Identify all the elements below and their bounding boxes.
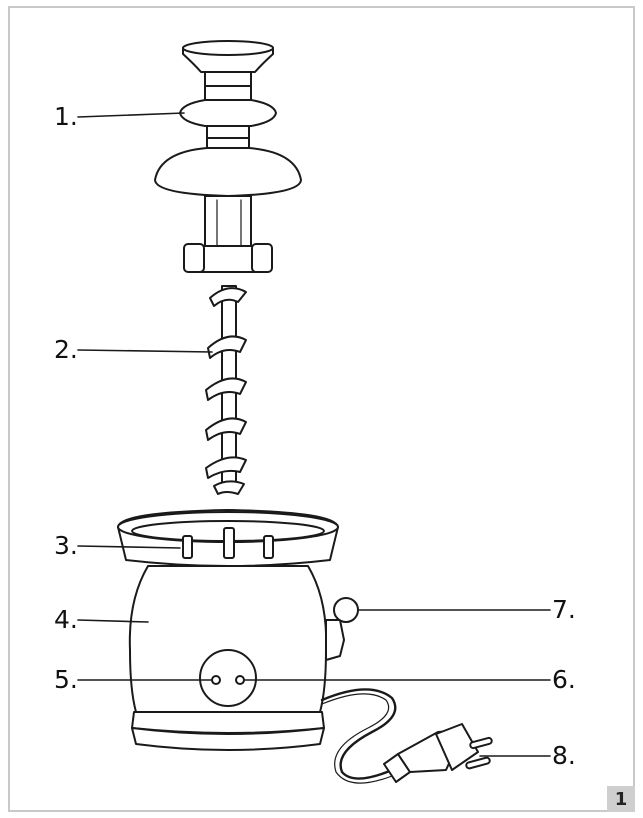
fountain-tower — [154, 40, 302, 273]
base-housing — [128, 565, 328, 751]
label-8: 8. — [552, 741, 576, 770]
label-6: 6. — [552, 665, 576, 694]
auger-screw — [205, 285, 247, 495]
power-cord-plug — [320, 688, 493, 784]
label-7: 7. — [552, 595, 576, 624]
basin-bowl — [117, 509, 339, 567]
label-1: 1. — [54, 102, 78, 131]
figure-number-badge: 1 — [607, 786, 635, 812]
label-2: 2. — [54, 335, 78, 364]
label-5: 5. — [54, 665, 78, 694]
side-knob — [325, 597, 359, 661]
leader-lines — [77, 112, 551, 757]
label-4: 4. — [54, 605, 78, 634]
label-3: 3. — [54, 531, 78, 560]
